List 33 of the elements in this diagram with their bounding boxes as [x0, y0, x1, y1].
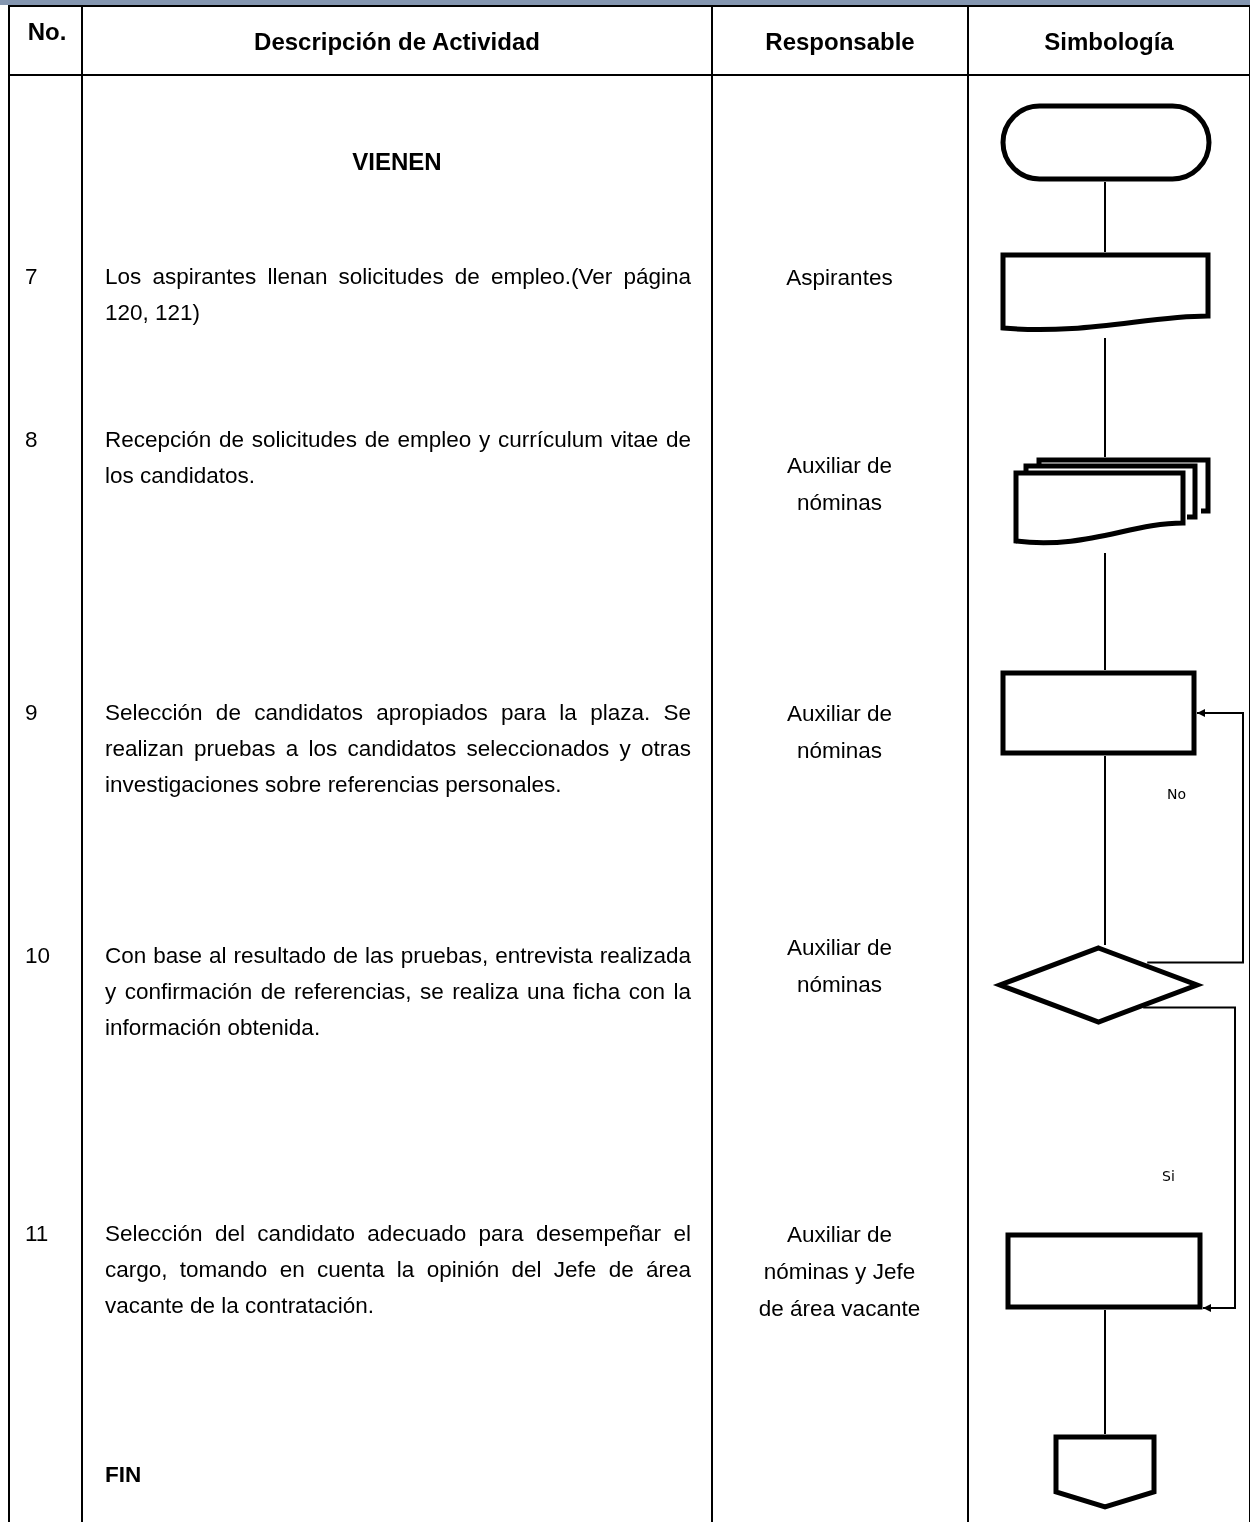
- arrow: [1142, 1006, 1236, 1312]
- responsible-text: Auxiliar de nóminas y Jefe de área vacante: [757, 1221, 922, 1323]
- activity-description: Recepción de solicitudes de empleo y currículum vitae de los candidatos.: [105, 426, 691, 490]
- connector-line: [1104, 552, 1106, 671]
- step-number: 10: [25, 942, 52, 970]
- activity-description: Selección del candidato adecuado para desempeñar el cargo, tomando en cuenta la opinión del Jefe de área vacante de la contratación.: [105, 1220, 691, 1320]
- step-number: 8: [25, 426, 39, 454]
- responsible-text: Aspirantes: [785, 264, 894, 292]
- connector-line: [1104, 1309, 1106, 1435]
- off-page-connector: [1053, 1434, 1157, 1510]
- column-header: Simbología: [1043, 27, 1175, 57]
- step-number: 11: [25, 1220, 50, 1248]
- process-box: [1005, 1232, 1203, 1310]
- activity-description: Con base al resultado de las pruebas, entrevista realizada y confirmación de referencias, se realiza una ficha con la información obtenida.: [105, 942, 691, 1042]
- activity-description: Los aspirantes llenan solicitudes de empleo.(Ver página 120, 121): [105, 263, 691, 327]
- responsible-text: Auxiliar de nóminas: [785, 934, 894, 999]
- end-text: FIN: [105, 1461, 143, 1489]
- connector-line: [1104, 181, 1106, 253]
- process-box: [1000, 670, 1197, 756]
- column-header: Responsable: [764, 27, 916, 57]
- step-number: 9: [25, 699, 39, 727]
- connector-line: [1104, 337, 1106, 458]
- heading-text: VIENEN: [351, 147, 443, 177]
- column-header: No.: [26, 17, 68, 47]
- responsible-text: Auxiliar de nóminas: [785, 452, 894, 517]
- edge-label: No: [1165, 786, 1189, 802]
- column-header: Descripción de Actividad: [253, 27, 541, 57]
- responsible-text: Auxiliar de nóminas: [785, 700, 894, 765]
- step-number: 7: [25, 263, 39, 291]
- arrow: [1146, 709, 1244, 964]
- activity-description: Selección de candidatos apropiados para la plaza. Se realizan pruebas a los candidatos seleccionados y otras investigaciones sobre referencias personales.: [105, 699, 691, 799]
- connector-line: [1104, 755, 1106, 946]
- edge-label: Si: [1160, 1168, 1177, 1184]
